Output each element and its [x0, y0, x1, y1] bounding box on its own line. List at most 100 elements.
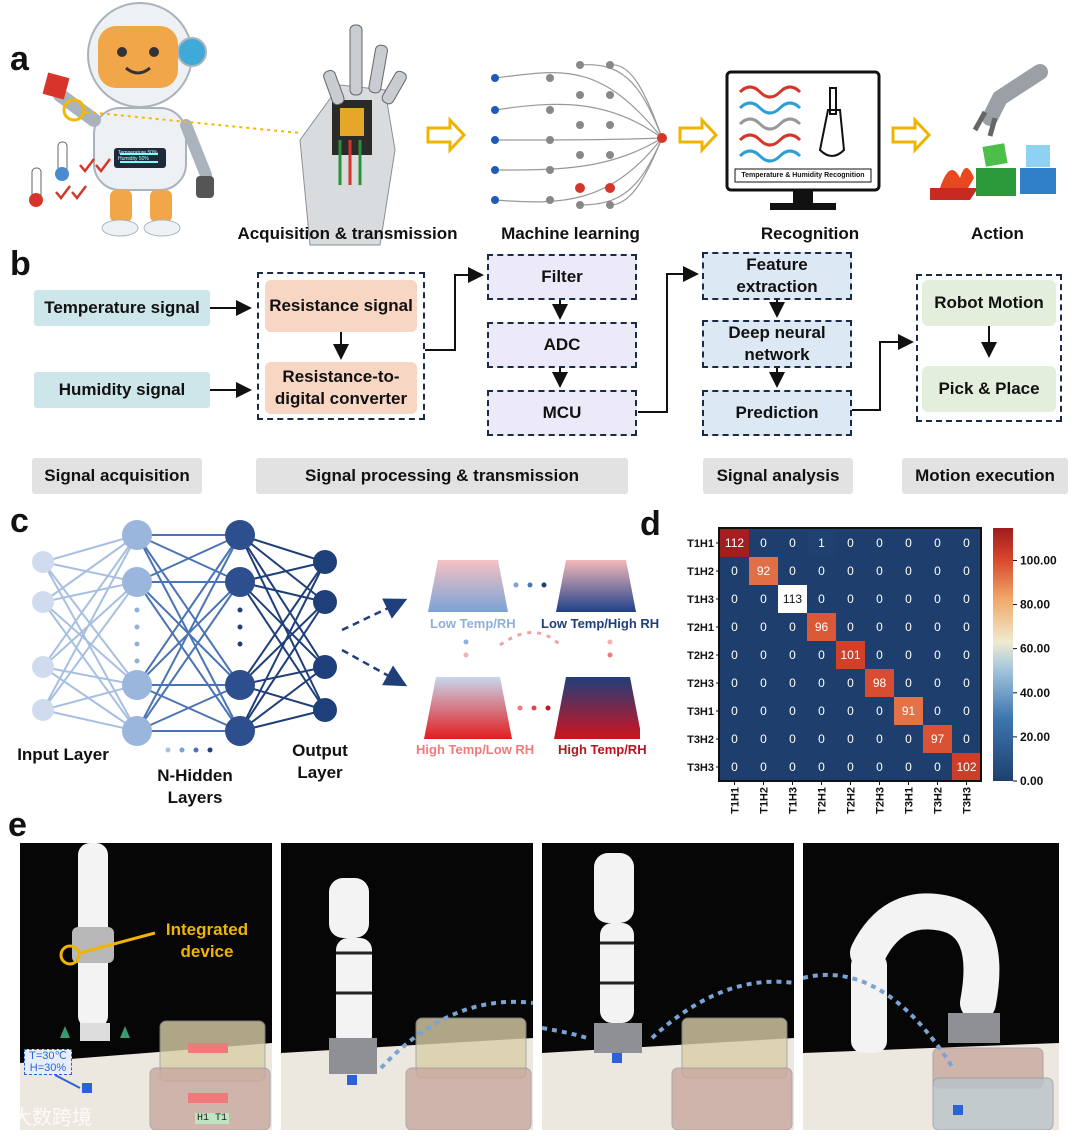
heatmap-cell: [836, 557, 865, 585]
heatmap-cell: [749, 529, 778, 557]
heatmap-cell: [720, 669, 749, 697]
heatmap-cell: [865, 725, 894, 753]
heatmap-cell: [836, 697, 865, 725]
mcu-box: MCU: [487, 390, 637, 436]
heatmap-cell: [807, 753, 836, 781]
heatmap-cell: [807, 529, 836, 557]
heatmap-value: 0: [847, 760, 854, 774]
panel-label-a: a: [10, 40, 29, 78]
heatmap-value: 0: [934, 760, 941, 774]
heatmap-cell: [923, 753, 952, 781]
heatmap-value: 113: [783, 592, 802, 606]
heatmap-cell: [865, 585, 894, 613]
nn-node: [225, 520, 255, 550]
heatmap-value: 0: [963, 648, 970, 662]
heatmap-cell: [749, 725, 778, 753]
heatmap-cell: [894, 529, 923, 557]
nn-edge: [136, 684, 241, 732]
heatmap-value: 101: [840, 648, 860, 662]
heatmap-value: 92: [757, 564, 771, 578]
heatmap-cell: [865, 669, 894, 697]
heatmap-value: 0: [731, 760, 738, 774]
nn-edge: [239, 601, 326, 686]
heatmap-cell: [807, 585, 836, 613]
heatmap-value: 0: [847, 620, 854, 634]
photo-step-3: [542, 843, 794, 1130]
pick-place-box: Pick & Place: [922, 366, 1056, 412]
heatmap-cell: [923, 529, 952, 557]
robot-motion-box: Robot Motion: [922, 280, 1056, 326]
heatmap-value: 0: [963, 620, 970, 634]
flow-arrow-icon: [891, 116, 932, 154]
heatmap-cell: [778, 557, 807, 585]
heatmap-cell: [894, 557, 923, 585]
heatmap-cell: [894, 753, 923, 781]
nn-edge: [136, 534, 241, 686]
heatmap-cell: [894, 669, 923, 697]
heatmap-cell: [923, 725, 952, 753]
heatmap-value: 0: [963, 676, 970, 690]
stage-signal-processing: Signal processing & transmission: [256, 458, 628, 494]
nn-edge: [42, 534, 138, 603]
nn-edge: [42, 534, 138, 711]
heatmap-value: 0: [934, 536, 941, 550]
heatmap-cell: [923, 641, 952, 669]
heatmap-cell: [720, 585, 749, 613]
photo-step-1: Integrated device T=30℃ H=30% H1 T1: [20, 843, 272, 1130]
row-label: T2H3: [687, 678, 714, 690]
heatmap-cell: [836, 585, 865, 613]
heatmap-value: 0: [731, 592, 738, 606]
neural-network-icon: [494, 64, 663, 206]
heatmap-cell: [894, 641, 923, 669]
heatmap-value: 0: [818, 732, 825, 746]
colorbar-label: 0.00: [1020, 774, 1044, 788]
condition-temperature: T=30℃: [29, 1050, 67, 1062]
heatmap-cell: [952, 641, 981, 669]
heatmap-value: 0: [789, 760, 796, 774]
heatmap-cell: [894, 697, 923, 725]
heatmap-cell: [720, 613, 749, 641]
heatmap-value: 0: [905, 536, 912, 550]
resistance-to-digital-box: Resistance-to-digital converter: [265, 362, 417, 414]
col-label: T3H2: [933, 787, 945, 814]
heatmap-value: 0: [760, 592, 767, 606]
heatmap-value: 0: [963, 732, 970, 746]
nn-node: [225, 567, 255, 597]
condition-readout: T=30℃ H=30%: [24, 1049, 72, 1075]
nn-node: [122, 520, 152, 550]
col-label: T1H2: [759, 787, 771, 814]
heatmap-cell: [720, 697, 749, 725]
heatmap-value: 0: [731, 732, 738, 746]
robotic-hand-illustration: [299, 24, 407, 246]
heatmap-cell: [720, 753, 749, 781]
nn-node: [32, 591, 54, 613]
heatmap-value: 0: [760, 676, 767, 690]
heatmap-cell: [749, 697, 778, 725]
heatmap-cell: [923, 613, 952, 641]
heatmap-value: 0: [818, 676, 825, 690]
col-label: T1H1: [730, 787, 742, 814]
heatmap-cell: [894, 725, 923, 753]
nn-edge: [136, 534, 241, 583]
nn-edge: [42, 581, 138, 711]
heatmap-value: 0: [876, 760, 883, 774]
heatmap-value: 0: [905, 648, 912, 662]
col-label: T2H3: [875, 787, 887, 814]
colorbar-label: 40.00: [1020, 686, 1050, 700]
robot-display-line: Temperature 50%: [118, 150, 158, 156]
row-label: T1H3: [687, 594, 714, 606]
heatmap-value: 0: [847, 676, 854, 690]
condition-humidity: H=30%: [29, 1062, 67, 1074]
heatmap-cell: [778, 529, 807, 557]
heatmap-cell: [952, 529, 981, 557]
thermometer-icon: [29, 141, 111, 207]
heatmap-value: 0: [876, 536, 883, 550]
heatmap-value: 0: [905, 732, 912, 746]
temperature-signal-box: Temperature signal: [34, 290, 210, 326]
colorbar-label: 60.00: [1020, 642, 1050, 656]
heatmap-cell: [952, 613, 981, 641]
heatmap-value: 0: [963, 704, 970, 718]
nn-node: [122, 670, 152, 700]
feature-extraction-box: Feature extraction: [702, 252, 852, 300]
